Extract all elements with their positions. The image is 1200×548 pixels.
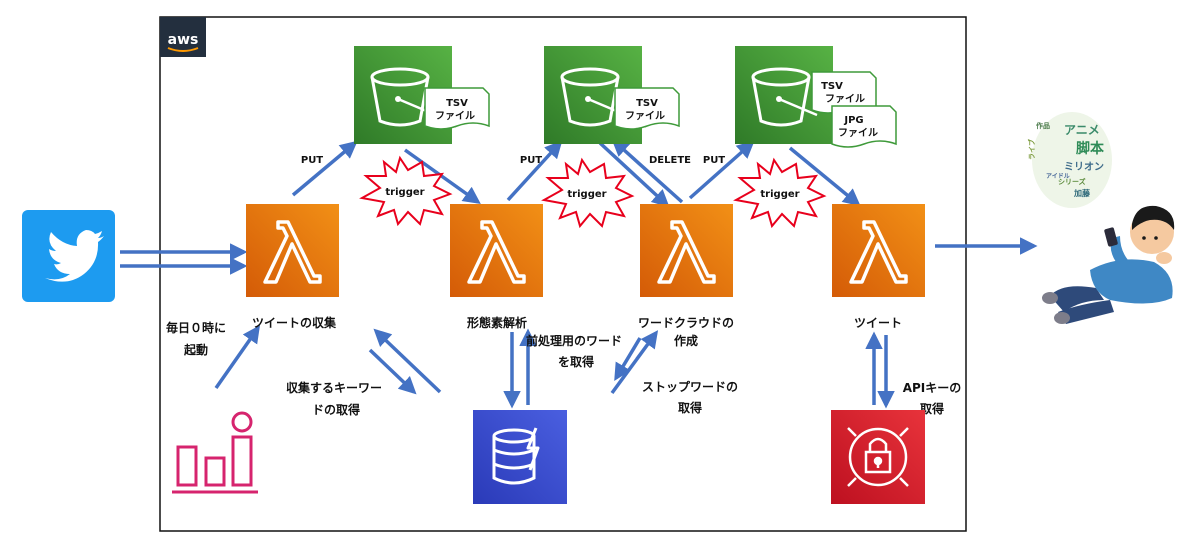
wordcloud-word: シリーズ bbox=[1058, 177, 1086, 186]
daily-trigger-label-line2: 起動 bbox=[183, 342, 208, 357]
lambda-1: ツイートの収集 bbox=[246, 204, 339, 330]
aws-badge-label: aws bbox=[168, 32, 199, 48]
arrow-s3b-to-lambda3 bbox=[598, 141, 670, 208]
wordcloud-word: ミリオン bbox=[1064, 161, 1104, 173]
wordcloud-image-icon: 作品 アニメ 脚本 ミリオン シリーズ 加藤 ライブ アイドル bbox=[1027, 112, 1112, 208]
trigger-burst-3: trigger bbox=[733, 157, 827, 229]
trigger-label: trigger bbox=[385, 187, 424, 198]
trigger-label: trigger bbox=[567, 189, 606, 200]
wordcloud-word: ライブ bbox=[1027, 139, 1036, 160]
put-label-3: PUT bbox=[703, 155, 725, 166]
arrow-dynamodb-to-lambda3 bbox=[610, 330, 659, 395]
cloudwatch-events-icon bbox=[172, 411, 258, 494]
s3-bucket-1: TSV ファイル bbox=[354, 46, 490, 144]
arrow-s3c-to-lambda4 bbox=[788, 146, 861, 207]
file-doc: JPG ファイル bbox=[831, 105, 897, 148]
wordcloud-word: アニメ bbox=[1064, 123, 1100, 137]
keyword-label-line2: ドの取得 bbox=[312, 402, 360, 417]
secrets-manager-service bbox=[831, 410, 925, 504]
file-doc: TSV ファイル bbox=[424, 87, 490, 130]
lambda-label: 形態素解析 bbox=[467, 315, 527, 330]
lambda-label-line1: ワードクラウドの bbox=[638, 316, 734, 330]
trigger-burst-1: trigger bbox=[359, 155, 453, 227]
file-word: ファイル bbox=[435, 110, 475, 122]
wordcloud-word: 脚本 bbox=[1076, 140, 1105, 157]
file-type: JPG bbox=[843, 115, 863, 126]
keyword-label-line1: 収集するキーワー bbox=[286, 380, 382, 395]
person-with-phone-icon bbox=[1042, 205, 1175, 324]
aws-cloud-frame bbox=[159, 16, 967, 532]
arrow-dynamodb-to-lambda1 bbox=[373, 328, 442, 394]
dynamodb-service bbox=[473, 410, 567, 504]
arrow-cloudwatch-to-lambda1 bbox=[214, 325, 261, 390]
lambda-label: ツイート bbox=[854, 316, 902, 330]
delete-label: DELETE bbox=[649, 155, 691, 166]
twitter-bird-icon bbox=[45, 230, 104, 282]
arrow-lambda1-to-s3a bbox=[291, 140, 358, 197]
lambda-label: ツイートの収集 bbox=[252, 315, 337, 330]
file-type: TSV bbox=[821, 81, 843, 92]
arrows bbox=[120, 138, 1038, 409]
apikey-label-line2: 取得 bbox=[920, 401, 944, 416]
file-type: TSV bbox=[636, 98, 658, 109]
preword-label-line2: を取得 bbox=[558, 354, 594, 369]
aws-badge: aws bbox=[160, 17, 206, 57]
put-label-2: PUT bbox=[520, 155, 542, 166]
file-word: ファイル bbox=[825, 93, 865, 105]
wordcloud-word: 作品 bbox=[1036, 121, 1050, 130]
lambda-4: ツイート bbox=[832, 204, 925, 330]
wordcloud-word: 加藤 bbox=[1073, 188, 1091, 198]
file-word: ファイル bbox=[625, 110, 665, 122]
s3-bucket-3: TSV ファイル JPG ファイル bbox=[735, 46, 897, 148]
arrow-lambda2-to-s3b bbox=[506, 140, 563, 202]
stopword-label-line2: 取得 bbox=[678, 400, 702, 415]
lambda-3: ワードクラウドの 作成 bbox=[638, 204, 734, 348]
file-type: TSV bbox=[446, 98, 468, 109]
put-label-1: PUT bbox=[301, 155, 323, 166]
arrow-lambda3-to-dynamodb bbox=[614, 337, 642, 382]
stopword-label-line1: ストップワードの bbox=[642, 379, 738, 394]
apikey-label-line1: APIキーの bbox=[903, 381, 962, 395]
s3-bucket-2: TSV ファイル bbox=[544, 46, 680, 144]
trigger-label: trigger bbox=[760, 189, 799, 200]
twitter-service bbox=[22, 210, 115, 302]
arrow-lambda1-to-dynamodb bbox=[368, 348, 417, 395]
arrow-lambda3-to-s3c bbox=[688, 140, 755, 200]
file-doc: TSV ファイル bbox=[614, 87, 680, 130]
arrow-lambda3-to-s3b-delete bbox=[611, 138, 684, 204]
trigger-burst-2: trigger bbox=[541, 157, 635, 229]
dynamodb-icon bbox=[492, 427, 540, 485]
preword-label-line1: 前処理用のワード bbox=[526, 333, 622, 348]
lambda-label-line2: 作成 bbox=[674, 333, 698, 348]
wordcloud-word: アイドル bbox=[1046, 173, 1070, 180]
file-word: ファイル bbox=[838, 127, 878, 139]
file-doc: TSV ファイル bbox=[811, 71, 877, 114]
lambda-2: 形態素解析 bbox=[450, 204, 543, 330]
daily-trigger-label-line1: 毎日０時に bbox=[166, 320, 226, 335]
secrets-manager-icon bbox=[847, 427, 909, 487]
